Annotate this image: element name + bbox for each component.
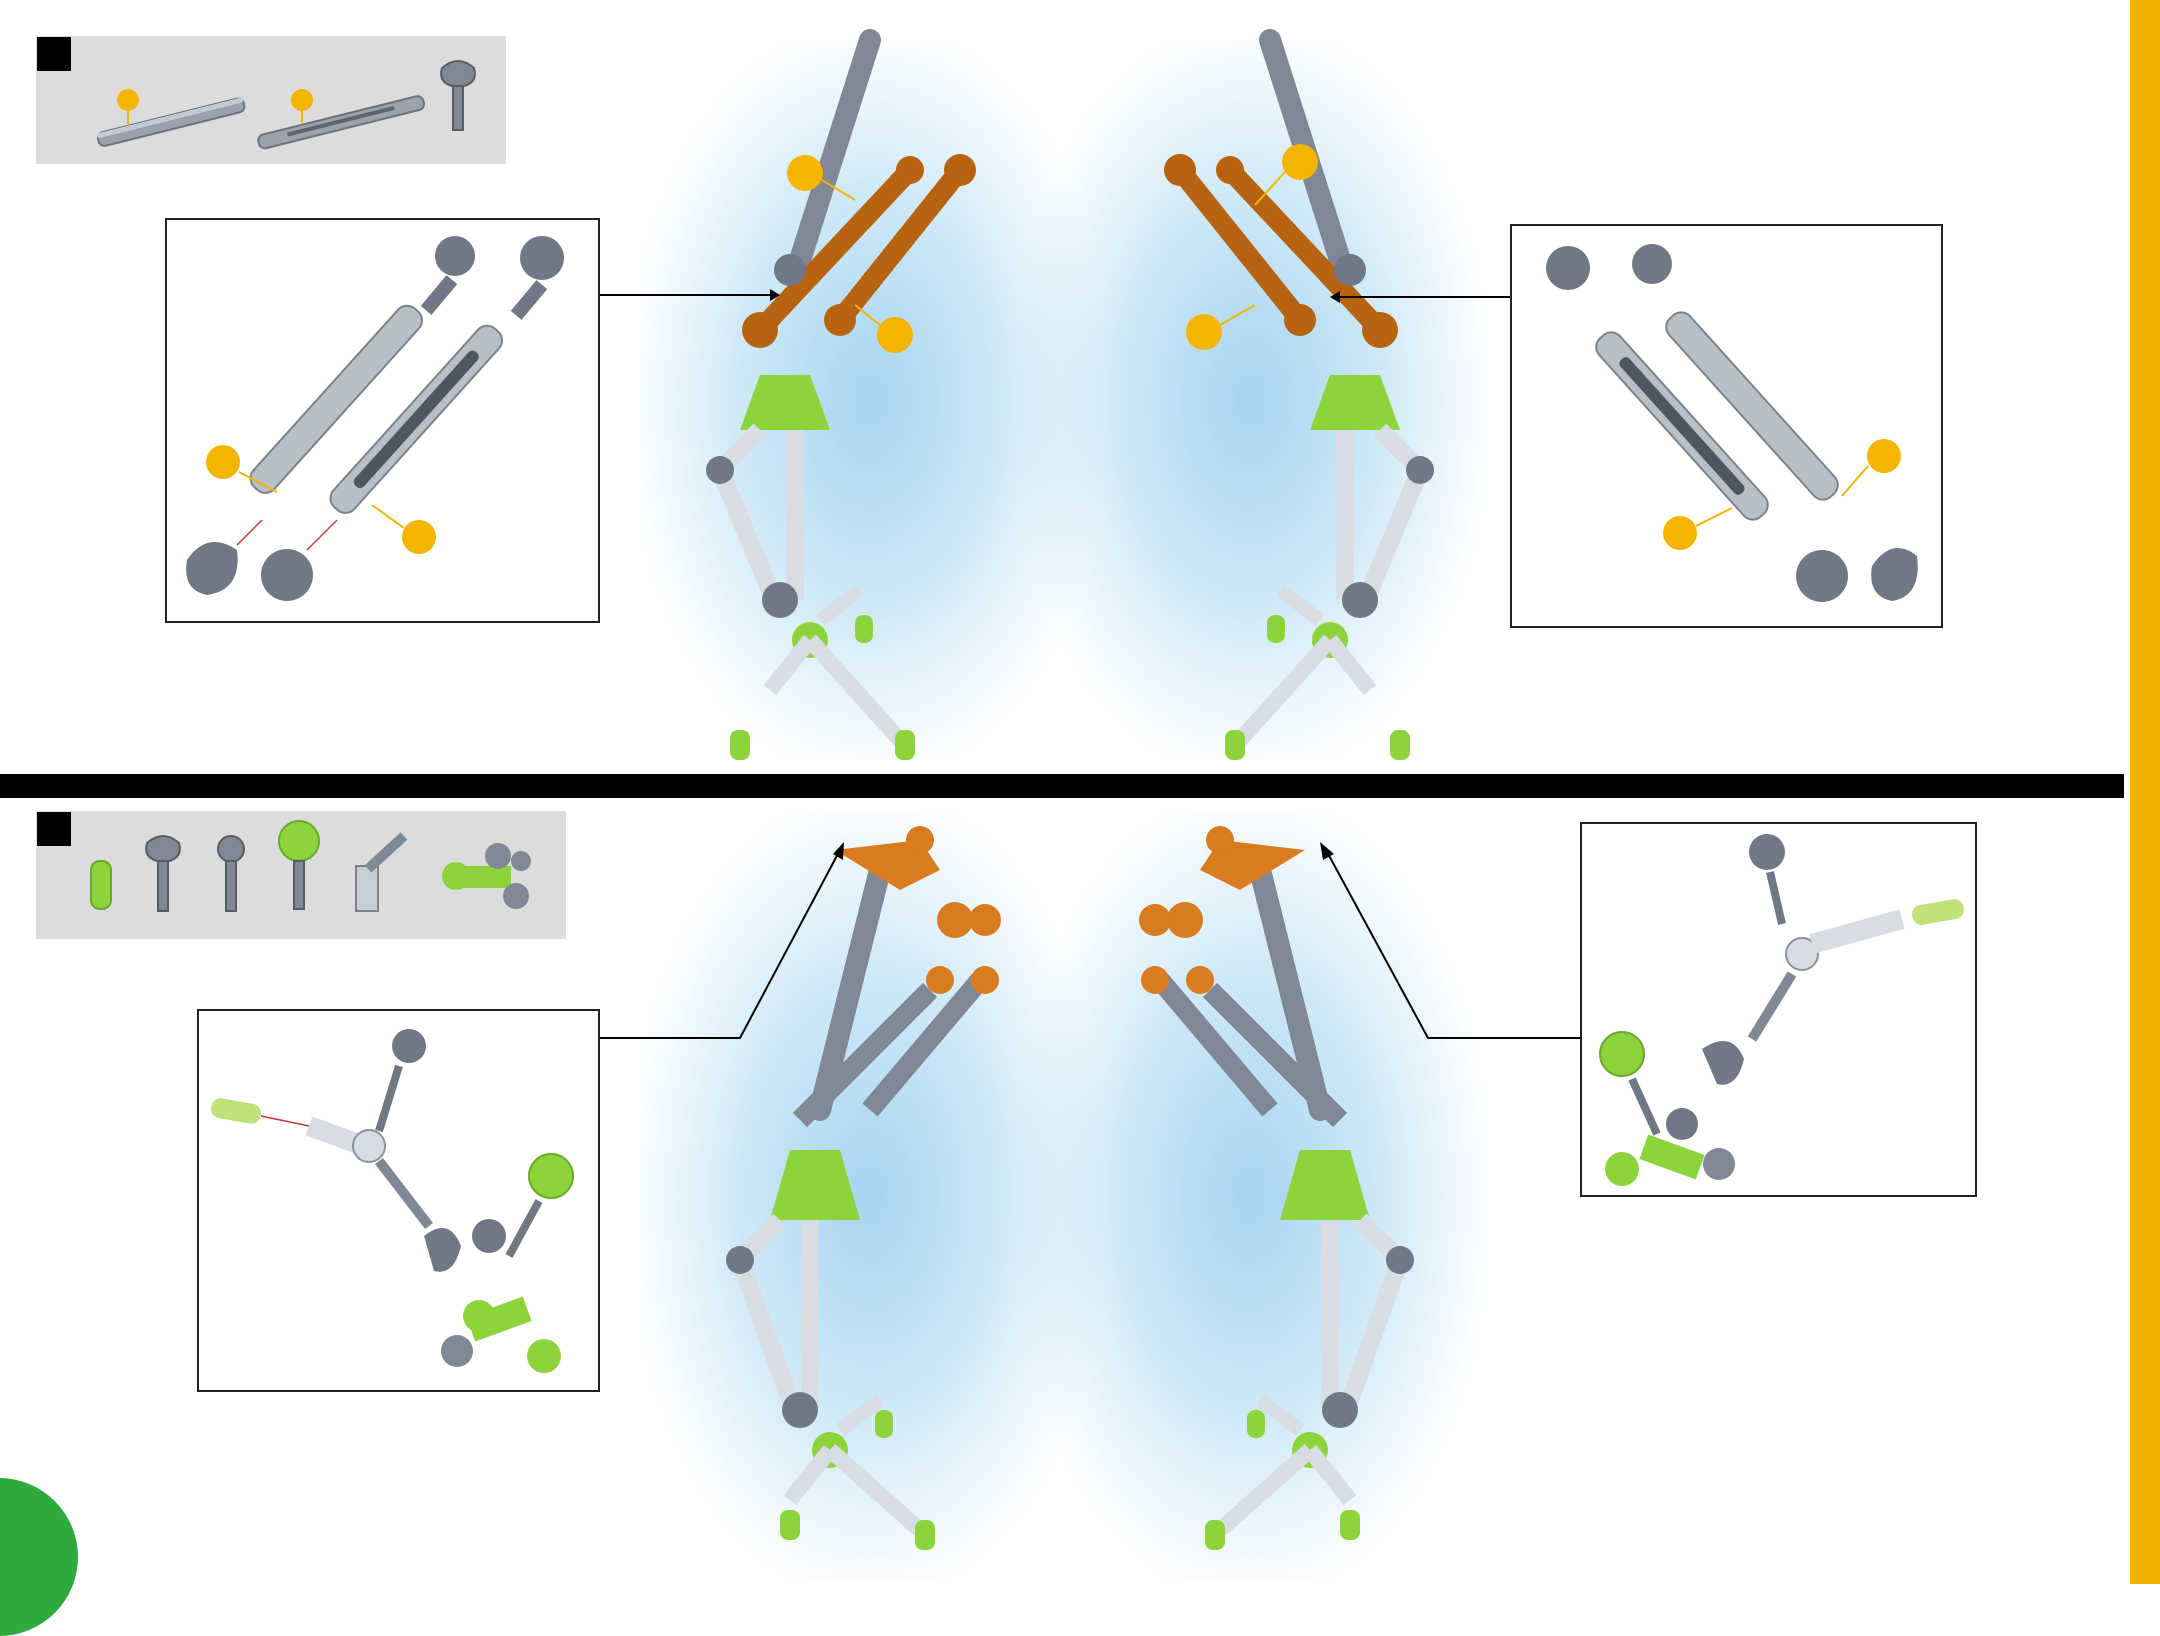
step-number-marker — [37, 812, 71, 846]
lime-peg-icon — [86, 856, 116, 916]
lime-ball-joint-icon — [274, 819, 324, 919]
side-stripe — [2130, 0, 2160, 1584]
model-right-callouts — [1180, 140, 1340, 360]
exploded-assembly-right — [1512, 226, 1945, 630]
step-number-marker — [37, 37, 71, 71]
step-2-panel — [0, 800, 2124, 1584]
instruction-page: { "colors": { "accent_stripe": "#f2b100"… — [0, 0, 2160, 1584]
arrow-right-to-model-2 — [1320, 840, 1582, 1040]
lime-hub-icon — [436, 831, 546, 921]
detail-callout-right-2 — [1580, 822, 1977, 1197]
arrow-left-to-model-2 — [600, 840, 850, 1040]
arrow-right-to-model — [1330, 282, 1510, 312]
ball-joint-icon — [211, 831, 251, 921]
exploded-hip-left — [199, 1011, 602, 1394]
detail-callout-right — [1510, 224, 1943, 628]
arrow-left-to-model — [600, 280, 780, 310]
step-1-panel — [0, 0, 2124, 770]
angled-connector-icon — [346, 821, 416, 921]
detail-callout-left — [165, 218, 600, 623]
exploded-assembly-left — [167, 220, 602, 625]
parts-box-step-1 — [36, 36, 506, 164]
parts-box-step-2 — [36, 811, 566, 939]
cup-joint-icon — [434, 56, 482, 146]
cup-joint-icon — [139, 831, 187, 921]
detail-callout-left-2 — [197, 1009, 600, 1392]
step-divider — [0, 774, 2124, 798]
slotted-tube-icon — [246, 76, 446, 166]
model-left-callouts — [770, 140, 930, 360]
exploded-hip-right — [1582, 824, 1979, 1199]
